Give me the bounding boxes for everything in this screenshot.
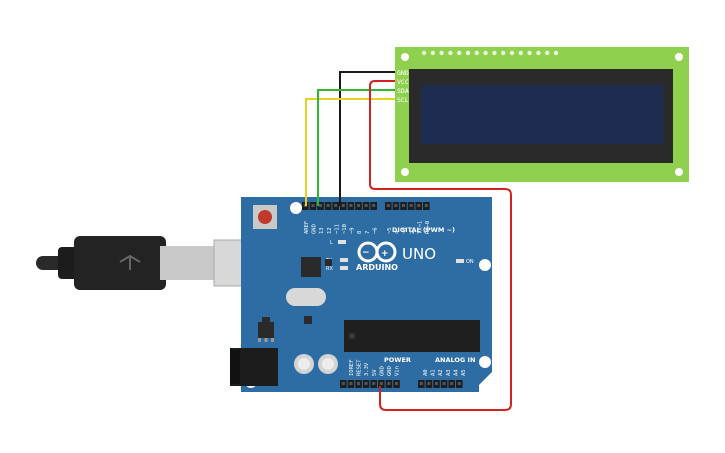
on-label: ON (466, 259, 474, 265)
wires (305, 71, 512, 411)
digital-pin-label: 4 (395, 230, 401, 234)
power-pin-label: IOREF (349, 359, 355, 376)
power-pin-label: Vin (395, 366, 401, 376)
model-label: UNO (402, 245, 436, 263)
lcd-pad (492, 50, 497, 56)
lcd-pad (457, 50, 462, 56)
digital-pin-label: ~10 (342, 224, 348, 234)
digital-pin-label: 8 (357, 231, 363, 234)
power-header[interactable] (340, 380, 400, 388)
digital-pin-label: 12 (327, 227, 333, 234)
analog-pin-label: A4 (453, 369, 459, 376)
analog-header-label: ANALOG IN (435, 356, 475, 364)
digital-pin-label: ~9 (350, 227, 356, 234)
digital-pin-label: ~3 (402, 227, 408, 234)
svg-text:−: − (362, 248, 370, 258)
voltage-regulator (258, 317, 274, 342)
led-rx-label: RX (326, 266, 333, 272)
power-jack[interactable] (230, 348, 278, 386)
lcd-pin-gnd: GND (397, 69, 409, 77)
power-pin-label: GND (387, 366, 393, 376)
lcd-top-pads (421, 50, 559, 56)
lcd-pad (545, 50, 550, 56)
lcd-pad (509, 50, 515, 56)
wire-vcc[interactable] (369, 80, 512, 411)
led-tx (340, 258, 348, 262)
digital-header[interactable] (302, 202, 430, 210)
led-l (338, 240, 346, 244)
power-pin-label: 3.3V (364, 362, 370, 376)
lcd-pin-labels: GND VCC SDA SCL (397, 69, 409, 104)
arduino-logo: − + (357, 241, 397, 263)
usb-chip (301, 257, 321, 277)
digital-pin-label: AREF (304, 221, 310, 234)
small-chip-2 (304, 316, 312, 324)
lcd-pin-sda: SDA (397, 87, 409, 95)
power-pin-label: RESET (357, 359, 363, 376)
digital-header-label: DIGITAL (PWM ~) (392, 226, 455, 234)
digital-pin-label: 2 (410, 231, 416, 234)
analog-pin-label: A3 (446, 369, 452, 376)
lcd-pad (421, 50, 427, 56)
brand-label: ARDUINO (356, 263, 398, 272)
digital-pin-label: 7 (365, 231, 371, 234)
wire-scl[interactable] (305, 98, 395, 206)
analog-pin-label: A2 (438, 369, 444, 376)
digital-pin-label: ~11 (334, 224, 340, 234)
power-header-label: POWER (384, 356, 411, 364)
lcd-pad (553, 50, 559, 56)
digital-pin-label: RX←0 (425, 221, 431, 234)
lcd-pad (448, 50, 453, 56)
power-pin-label: GND (379, 366, 385, 376)
lcd-pad (474, 50, 479, 56)
led-l-label: L (330, 240, 333, 246)
lcd-pad (483, 50, 488, 56)
crystal (286, 288, 326, 306)
led-on (456, 259, 464, 263)
power-pin-label: 5V (372, 369, 378, 376)
analog-pin-label: A1 (431, 369, 437, 376)
lcd-pad (518, 50, 523, 56)
digital-pin-label: ~6 (372, 227, 378, 234)
digital-pin-label: ~5 (387, 227, 393, 234)
atmega-chip (344, 320, 480, 352)
lcd-pad (439, 50, 444, 56)
small-chip (325, 259, 332, 266)
reset-button[interactable] (253, 205, 277, 229)
lcd-pad (430, 50, 435, 56)
digital-pin-label: TX→1 (417, 221, 423, 234)
lcd-pad (527, 50, 532, 56)
lcd-pin-scl: SCL (397, 96, 409, 104)
lcd-screen (421, 85, 663, 144)
lcd-pad (536, 50, 541, 56)
lcd-pad (501, 50, 506, 56)
led-rx (340, 266, 348, 270)
digital-pin-label: 13 (319, 227, 325, 234)
wire-gnd[interactable] (339, 71, 395, 206)
digital-pin-label: GND (312, 224, 318, 234)
lcd-pin-vcc: VCC (397, 78, 409, 86)
analog-pin-label: A5 (461, 369, 467, 376)
lcd-i2c-module[interactable]: GND VCC SDA SCL (395, 47, 689, 182)
lcd-pad (465, 50, 471, 56)
capacitors (294, 354, 338, 374)
svg-text:+: + (381, 249, 389, 259)
analog-header[interactable] (418, 380, 463, 388)
analog-pin-label: A0 (423, 369, 429, 376)
